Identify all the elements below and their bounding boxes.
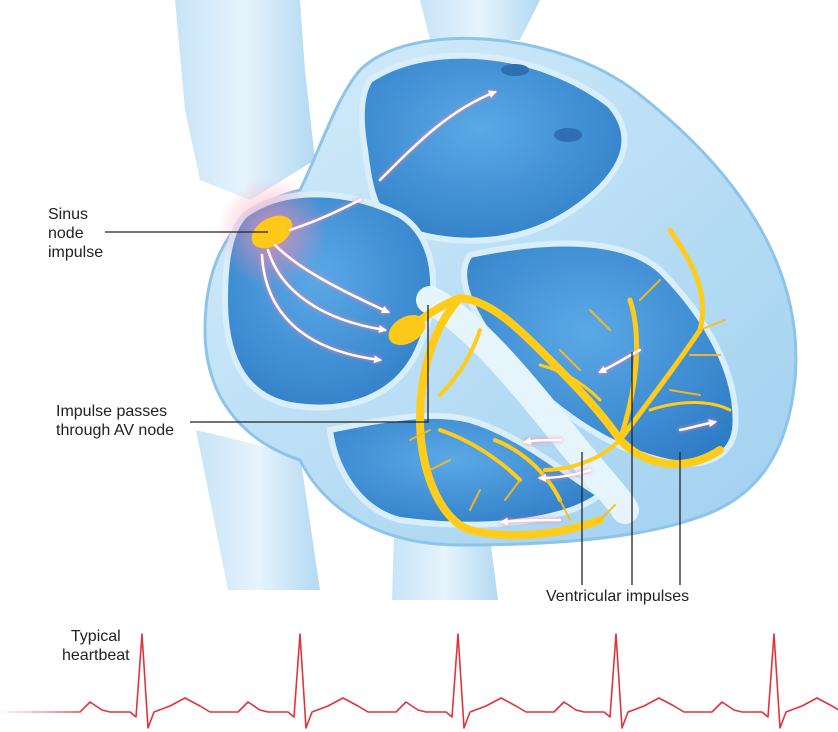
ventricular-impulses-label: Ventricular impulses bbox=[546, 587, 689, 606]
sinus-label-line-1: Sinus bbox=[48, 205, 103, 224]
av-label-line-2: through AV node bbox=[56, 421, 174, 440]
typical-heartbeat-label: Typical heartbeat bbox=[62, 627, 130, 665]
heartbeat-label-line-2: heartbeat bbox=[62, 646, 130, 665]
sinus-label-line-2: node bbox=[48, 224, 103, 243]
heartbeat-label-line-1: Typical bbox=[62, 627, 130, 646]
av-label-line-1: Impulse passes bbox=[56, 402, 174, 421]
sinus-node-label: Sinus node impulse bbox=[48, 205, 103, 262]
sinus-label-line-3: impulse bbox=[48, 243, 103, 262]
av-node-label: Impulse passes through AV node bbox=[56, 402, 174, 440]
